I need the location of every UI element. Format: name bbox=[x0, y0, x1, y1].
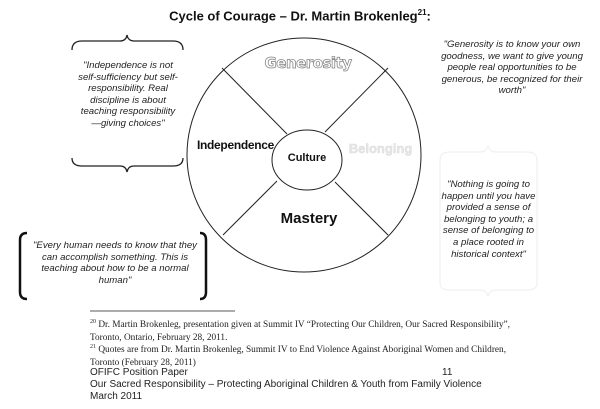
quadrant-independence: Independence bbox=[196, 138, 275, 152]
title-suffix: : bbox=[426, 8, 431, 24]
divider-line bbox=[324, 67, 389, 133]
footer-org: OFIFC Position Paper bbox=[90, 367, 188, 378]
footer-date: March 2011 bbox=[90, 391, 143, 402]
quadrant-belonging: Belonging bbox=[348, 141, 413, 157]
belonging-brace bbox=[439, 144, 538, 298]
footnote-text: Quotes are from Dr. Martin Brokenleg, Su… bbox=[90, 345, 507, 368]
footnote-number: 20 bbox=[90, 319, 96, 325]
page-title: Cycle of Courage – Dr. Martin Brokenleg2… bbox=[0, 8, 600, 23]
brace-top bbox=[71, 34, 184, 51]
bracket-left bbox=[18, 231, 28, 301]
page-number: 11 bbox=[442, 367, 453, 378]
quote-generosity: "Generosity is to know your own goodness… bbox=[441, 39, 583, 97]
title-footnote-ref: 21 bbox=[417, 8, 427, 17]
brace-bottom bbox=[71, 157, 184, 173]
outer-circle bbox=[186, 37, 422, 273]
center-culture: Culture bbox=[287, 152, 327, 164]
title-text: Cycle of Courage – Dr. Martin Brokenleg bbox=[169, 8, 418, 24]
center-ellipse bbox=[271, 129, 343, 191]
divider-line bbox=[222, 180, 278, 236]
footer-subtitle: Our Sacred Responsibility – Protecting A… bbox=[90, 379, 482, 390]
quote-belonging: "Nothing is going to happen until you ha… bbox=[441, 179, 536, 260]
quote-mastery: "Every human needs to know that they can… bbox=[33, 240, 197, 286]
divider-line bbox=[221, 67, 288, 135]
quadrant-generosity: Generosity bbox=[264, 54, 352, 73]
quote-independence: "Independence is not self-sufficiency bu… bbox=[78, 60, 178, 129]
quadrant-mastery: Mastery bbox=[280, 210, 338, 227]
divider-line bbox=[334, 181, 389, 236]
footnote-number: 21 bbox=[90, 344, 96, 350]
bracket-right bbox=[199, 231, 208, 301]
footnote-20: 20 Dr. Martin Brokenleg, presentation gi… bbox=[90, 316, 510, 344]
footnote-text: Dr. Martin Brokenleg, presentation given… bbox=[90, 320, 510, 343]
footnote-21: 21 Quotes are from Dr. Martin Brokenleg,… bbox=[90, 341, 510, 369]
